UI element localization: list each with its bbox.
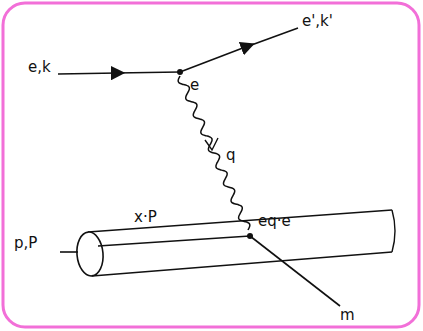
- quark-line: [98, 236, 250, 246]
- vertex: [177, 69, 183, 75]
- proton-tube: [92, 252, 392, 276]
- particle-label: q: [226, 148, 236, 163]
- frame: [3, 3, 419, 327]
- momentum-arrow: [205, 138, 218, 150]
- proton-tube: [392, 210, 395, 252]
- electron-line: [116, 72, 180, 73]
- electron-line: [180, 46, 248, 72]
- proton-tube: [88, 210, 392, 232]
- particle-label: e,k: [28, 60, 51, 75]
- electron-line: [246, 28, 298, 47]
- electron-line: [58, 73, 118, 74]
- particle-label: x·P: [134, 210, 157, 225]
- particle-label: e',k': [302, 14, 333, 29]
- vertex: [247, 233, 253, 239]
- photon-line: [178, 76, 250, 230]
- particle-label: eq·e: [258, 214, 291, 229]
- proton-end: [75, 231, 105, 277]
- quark-line: [250, 236, 340, 306]
- particle-label: p,P: [14, 236, 37, 251]
- particle-label: m: [340, 308, 355, 323]
- particle-label: e: [190, 78, 199, 93]
- proton-line: [60, 251, 78, 253]
